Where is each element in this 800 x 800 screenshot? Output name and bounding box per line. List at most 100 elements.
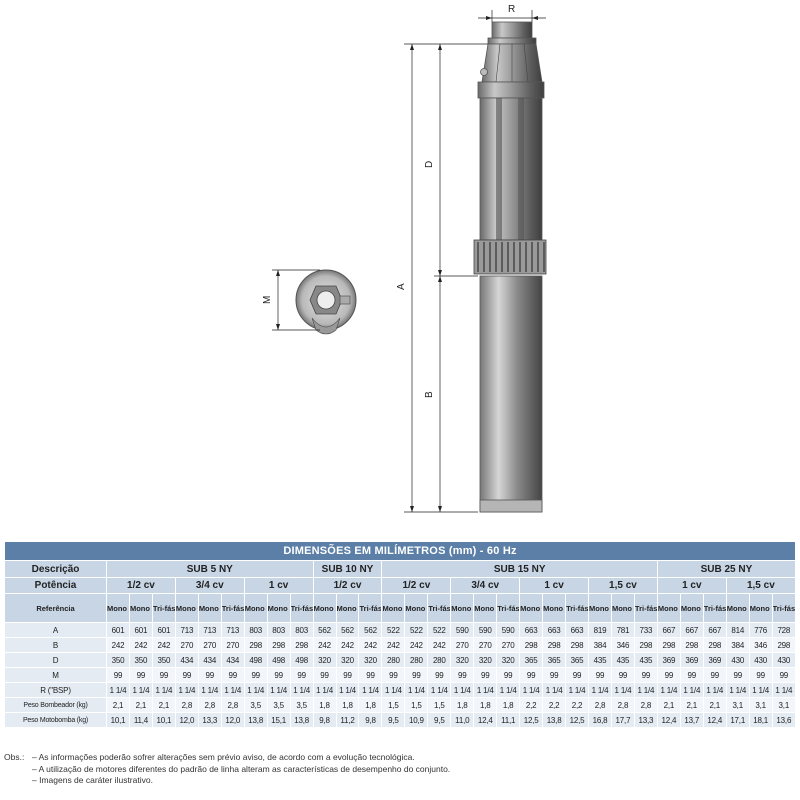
table-cell: 590 (450, 622, 475, 638)
table-cell: 434 (220, 652, 245, 668)
table-cell: 242 (151, 637, 176, 653)
table-cell: 298 (679, 637, 704, 653)
table-cell: 1 1/4 (725, 682, 750, 698)
table-cell: 1 1/4 (702, 682, 727, 698)
table-cell: 365 (519, 652, 544, 668)
table-cell: 2,8 (633, 697, 658, 713)
label-b: B (424, 391, 435, 398)
label-m: M (262, 296, 273, 304)
table-cell: 99 (266, 667, 291, 683)
table-cell: 280 (381, 652, 406, 668)
table-cell: 9,8 (312, 712, 337, 728)
table-cell: 1 1/4 (748, 682, 773, 698)
table-cell: 713 (174, 622, 199, 638)
table-cell: 242 (106, 637, 130, 653)
table-cell: 590 (473, 622, 498, 638)
ref-cell: Mono 2 Fios (725, 593, 750, 623)
table-cell: 819 (588, 622, 612, 638)
table-cell: 11,4 (128, 712, 153, 728)
group-sub25: SUB 25 NY (656, 560, 797, 578)
table-cell: 498 (243, 652, 268, 668)
ref-cell: Mono 2 Fios (312, 593, 337, 623)
table-cell: 242 (128, 637, 153, 653)
ref-cell: Mono 2 Fios (174, 593, 199, 623)
table-cell: 11,1 (496, 712, 521, 728)
table-title: DIMENSÕES EM MILÍMETROS (mm) - 60 Hz (4, 541, 796, 561)
table-cell: 522 (404, 622, 429, 638)
table-cell: 522 (427, 622, 452, 638)
table-cell: 1 1/4 (174, 682, 199, 698)
table-cell: 1 1/4 (427, 682, 452, 698)
header-descricao: Descrição (4, 560, 107, 578)
power-cell: 1/2 cv (381, 577, 452, 594)
table-cell: 9,5 (381, 712, 406, 728)
table-cell: 1 1/4 (358, 682, 383, 698)
table-cell: 781 (610, 622, 635, 638)
table-cell: 2,8 (197, 697, 222, 713)
table-cell: 434 (197, 652, 222, 668)
ref-cell: Mono 3 Fios (610, 593, 635, 623)
ref-cell: Tri-fásico (358, 593, 383, 623)
table-cell: 12,5 (519, 712, 544, 728)
group-sub10: SUB 10 NY (312, 560, 383, 578)
table-cell: 13,7 (679, 712, 704, 728)
ref-cell: Tri-fásico (220, 593, 245, 623)
table-cell: 365 (565, 652, 590, 668)
table-cell: 99 (106, 667, 130, 683)
table-cell: 13,3 (197, 712, 222, 728)
table-cell: 2,8 (174, 697, 199, 713)
table-cell: 3,1 (771, 697, 797, 713)
table-cell: 1 1/4 (496, 682, 521, 698)
table-cell: 320 (450, 652, 475, 668)
table-cell: 99 (220, 667, 245, 683)
table-cell: 2,2 (542, 697, 567, 713)
table-cell: 242 (312, 637, 337, 653)
table-cell: 1 1/4 (473, 682, 498, 698)
table-cell: 498 (266, 652, 291, 668)
table-cell: 1 1/4 (266, 682, 291, 698)
table-cell: 17,1 (725, 712, 750, 728)
table-cell: 1 1/4 (335, 682, 360, 698)
ref-cell: Mono 3 Fios (542, 593, 567, 623)
table-cell: 99 (496, 667, 521, 683)
table-cell: 12,0 (220, 712, 245, 728)
table-cell: 298 (542, 637, 567, 653)
ref-cell: Mono 2 Fios (450, 593, 475, 623)
table-cell: 1 1/4 (519, 682, 544, 698)
row-label: Peso Motobomba (kg) (4, 712, 107, 728)
table-cell: 1,8 (312, 697, 337, 713)
table-cell: 430 (748, 652, 773, 668)
table-cell: 1 1/4 (656, 682, 681, 698)
table-cell: 1 1/4 (243, 682, 268, 698)
table-cell: 430 (725, 652, 750, 668)
table-cell: 663 (542, 622, 567, 638)
pump-top-view (295, 269, 357, 335)
table-cell: 1 1/4 (771, 682, 797, 698)
table-cell: 99 (450, 667, 475, 683)
table-cell: 298 (519, 637, 544, 653)
table-cell: 601 (151, 622, 176, 638)
table-cell: 16,8 (588, 712, 612, 728)
row-label: A (4, 622, 107, 638)
label-r: R (508, 4, 515, 15)
row-label: D (4, 652, 107, 668)
table-cell: 298 (565, 637, 590, 653)
table-cell: 346 (610, 637, 635, 653)
table-cell: 99 (128, 667, 153, 683)
note-item: – Imagens de caráter ilustrativo. (32, 775, 153, 785)
table-cell: 803 (289, 622, 314, 638)
table-cell: 99 (151, 667, 176, 683)
table-cell: 1 1/4 (404, 682, 429, 698)
ref-cell: Mono 3 Fios (404, 593, 429, 623)
table-cell: 435 (633, 652, 658, 668)
table-cell: 1 1/4 (289, 682, 314, 698)
table-cell: 99 (565, 667, 590, 683)
table-cell: 3,5 (289, 697, 314, 713)
row-label: R ("BSP) (4, 682, 107, 698)
group-sub5: SUB 5 NY (106, 560, 314, 578)
table-cell: 13,8 (542, 712, 567, 728)
table-cell: 9,5 (427, 712, 452, 728)
table-cell: 2,1 (702, 697, 727, 713)
